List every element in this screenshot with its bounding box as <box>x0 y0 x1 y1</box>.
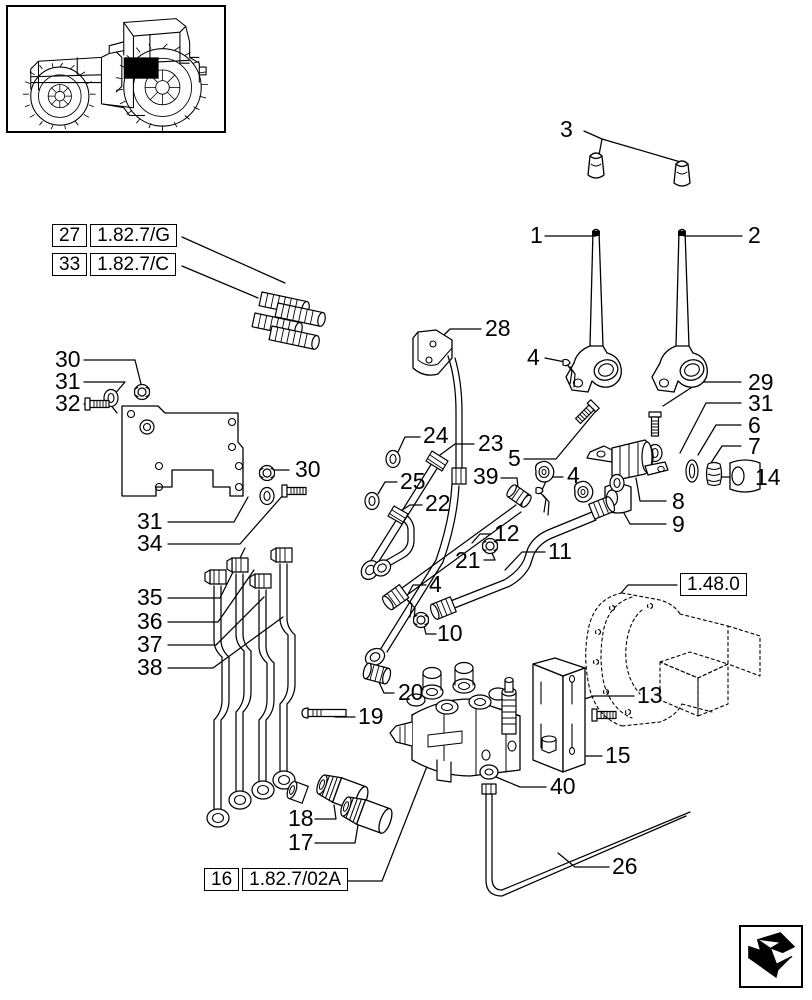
callout-24[interactable]: 24 <box>423 422 449 448</box>
callout-11[interactable]: 11 <box>548 538 572 564</box>
callout-21[interactable]: 21 <box>455 547 481 573</box>
callout-14[interactable]: 14 <box>755 464 781 490</box>
callout-9[interactable]: 9 <box>672 511 685 537</box>
reference-number: 33 <box>52 253 88 276</box>
tractor-thumbnail-box <box>6 5 226 133</box>
reference-box-1480[interactable]: 1.48.0 <box>680 573 747 596</box>
reference-box-16[interactable]: 16 1.82.7/02A <box>204 868 349 891</box>
reference-code: 1.82.7/G <box>90 224 178 247</box>
callout-29[interactable]: 29 <box>748 369 774 395</box>
callout-8[interactable]: 8 <box>672 488 685 514</box>
callout-4[interactable]: 4 <box>527 344 540 370</box>
callout-7[interactable]: 7 <box>748 433 761 459</box>
reference-code: 1.48.0 <box>680 573 747 596</box>
callout-6[interactable]: 6 <box>748 412 761 438</box>
callout-2[interactable]: 2 <box>748 222 761 248</box>
callout-39[interactable]: 39 <box>473 463 499 489</box>
callout-23[interactable]: 23 <box>478 430 504 456</box>
reference-code: 1.82.7/C <box>90 253 176 276</box>
callout-18[interactable]: 18 <box>288 805 314 831</box>
callout-1[interactable]: 1 <box>530 222 543 248</box>
callout-17[interactable]: 17 <box>288 829 314 855</box>
callout-32[interactable]: 32 <box>55 390 81 416</box>
callout-31[interactable]: 31 <box>55 368 81 394</box>
callout-13[interactable]: 13 <box>637 682 663 708</box>
callout-40[interactable]: 40 <box>550 773 576 799</box>
callout-25[interactable]: 25 <box>400 468 426 494</box>
callout-3[interactable]: 3 <box>560 116 573 142</box>
callout-15[interactable]: 15 <box>605 742 631 768</box>
callout-26[interactable]: 26 <box>612 853 638 879</box>
callout-5[interactable]: 5 <box>508 445 521 471</box>
callout-22[interactable]: 22 <box>425 490 451 516</box>
reference-number: 16 <box>204 868 240 891</box>
callout-30[interactable]: 30 <box>55 346 81 372</box>
reference-box-33[interactable]: 33 1.82.7/C <box>52 253 176 276</box>
callout-31[interactable]: 31 <box>748 390 774 416</box>
callout-36[interactable]: 36 <box>137 608 163 634</box>
callout-35[interactable]: 35 <box>137 584 163 610</box>
callout-19[interactable]: 19 <box>358 703 384 729</box>
reference-number: 27 <box>52 224 88 247</box>
callout-38[interactable]: 38 <box>137 654 163 680</box>
callout-4[interactable]: 4 <box>429 571 442 597</box>
callout-28[interactable]: 28 <box>485 315 511 341</box>
callout-4[interactable]: 4 <box>567 462 580 488</box>
callout-10[interactable]: 10 <box>437 620 463 646</box>
callout-31[interactable]: 31 <box>137 508 163 534</box>
forward-arrow-icon <box>748 932 796 979</box>
callout-34[interactable]: 34 <box>137 530 163 556</box>
reference-code: 1.82.7/02A <box>242 868 349 891</box>
callout-20[interactable]: 20 <box>398 679 424 705</box>
callout-37[interactable]: 37 <box>137 631 163 657</box>
callout-12[interactable]: 12 <box>494 520 520 546</box>
callout-30[interactable]: 30 <box>295 456 321 482</box>
tractor-side-view-icon <box>23 18 209 131</box>
reference-box-27[interactable]: 27 1.82.7/G <box>52 224 178 247</box>
direction-marker-box <box>739 925 803 988</box>
